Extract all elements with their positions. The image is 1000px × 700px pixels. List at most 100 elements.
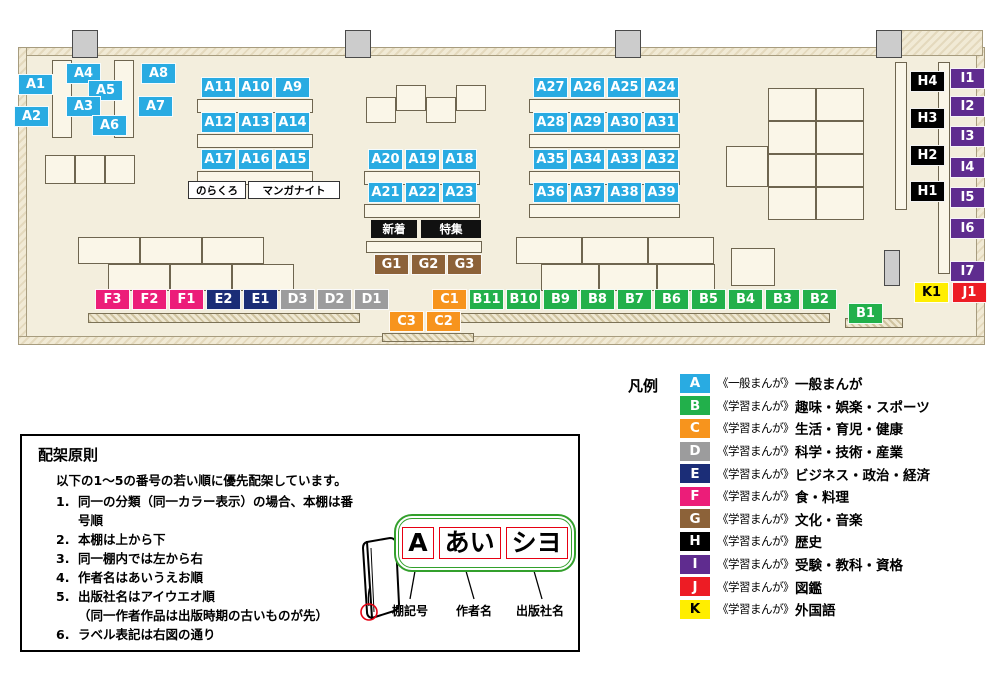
map-wall [893, 30, 983, 56]
shelf-label-F1: F1 [169, 289, 204, 310]
map-shelf [648, 237, 714, 264]
map-text-label: 特集 [421, 220, 481, 238]
shelf-label-A10: A10 [238, 77, 273, 98]
annotation-publisher: 出版社名 [516, 604, 565, 618]
shelf-label-A23: A23 [442, 182, 477, 203]
legend-color-chip: D [680, 441, 710, 461]
map-shelf [45, 155, 75, 184]
legend-color-chip: C [680, 418, 710, 438]
legend-color-chip: K [680, 599, 710, 619]
legend-row-C: C 《学習まんが》生活・育児・健康 [680, 417, 994, 440]
shelf-label-E2: E2 [206, 289, 241, 310]
map-shelf [768, 88, 816, 121]
legend-row-J: J《学習まんが》図鑑 [680, 575, 994, 598]
legend-color-chip: H [680, 531, 710, 551]
shelf-label-A24: A24 [644, 77, 679, 98]
shelf-label-A9: A9 [275, 77, 310, 98]
shelf-label-F3: F3 [95, 289, 130, 310]
shelf-label-B7: B7 [617, 289, 652, 310]
legend-category-name: 生活・育児・健康 [795, 422, 903, 439]
map-text-label: マンガナイト [248, 181, 340, 199]
map-shelf [78, 237, 140, 264]
map-shelf [599, 264, 657, 291]
map-shelf [657, 264, 715, 291]
legend-color-chip: F [680, 486, 710, 506]
legend-category-type: 《学習まんが》 [717, 557, 795, 572]
map-shelf [170, 264, 232, 291]
shelf-label-A22: A22 [405, 182, 440, 203]
shelf-label-B1: B1 [848, 303, 883, 324]
legend-category-name: 科学・技術・産業 [795, 445, 903, 462]
map-text-label: 新着 [371, 220, 417, 238]
shelf-label-A14: A14 [275, 112, 310, 133]
shelf-label-A8: A8 [141, 63, 176, 84]
principles-item: 1.同一の分類（同一カラー表示）の場合、本棚は番号順 [56, 494, 354, 528]
shelf-label-B6: B6 [654, 289, 689, 310]
shelf-label-D2: D2 [317, 289, 352, 310]
shelf-label-A29: A29 [570, 112, 605, 133]
shelf-label-B2: B2 [802, 289, 837, 310]
map-shelf [895, 62, 907, 210]
shelf-label-B3: B3 [765, 289, 800, 310]
shelf-label-I2: I2 [950, 96, 985, 117]
label-segment-publisher: シヨ [505, 526, 568, 560]
shelf-label-A32: A32 [644, 149, 679, 170]
legend-category-type: 《一般まんが》 [717, 376, 795, 391]
shelf-label-E1: E1 [243, 289, 278, 310]
shelf-label-D3: D3 [280, 289, 315, 310]
label-segment-shelf-code: A [402, 526, 434, 560]
legend-color-chip: G [680, 509, 710, 529]
map-shelf [202, 237, 264, 264]
shelf-label-G3: G3 [447, 254, 482, 275]
legend-category-name: 食・料理 [795, 490, 849, 507]
map-shelf [529, 134, 680, 148]
map-shelf [768, 187, 816, 220]
map-shelf [541, 264, 599, 291]
label-segment-author: あい [438, 526, 501, 560]
map-shelf [364, 204, 480, 218]
map-shelf [816, 88, 864, 121]
principles-item: 5.出版社名はアイウエオ順 [56, 589, 215, 604]
legend-category-type: 《学習まんが》 [717, 602, 795, 617]
shelf-label-I1: I1 [950, 68, 985, 89]
legend-category-name: 歴史 [795, 535, 822, 552]
legend-row-B: B《学習まんが》趣味・娯楽・スポーツ [680, 395, 994, 418]
map-shelf [105, 155, 135, 184]
map-pillar [876, 30, 902, 58]
shelf-label-A12: A12 [201, 112, 236, 133]
shelf-label-G2: G2 [411, 254, 446, 275]
shelf-label-A7: A7 [138, 96, 173, 117]
shelf-label-C3: C3 [389, 311, 424, 332]
map-shelf [516, 237, 582, 264]
shelf-label-I3: I3 [950, 126, 985, 147]
legend-category-type: 《学習まんが》 [717, 421, 795, 436]
shelf-label-H4: H4 [910, 71, 945, 92]
shelf-label-B5: B5 [691, 289, 726, 310]
shelf-label-B11: B11 [469, 289, 504, 310]
map-text-label: のらくろ [188, 181, 246, 199]
shelf-label-A4: A4 [66, 63, 101, 84]
shelf-label-B10: B10 [506, 289, 541, 310]
shelf-label-I7: I7 [950, 261, 985, 282]
label-example-box: A あい シヨ [394, 514, 576, 572]
shelf-label-A25: A25 [607, 77, 642, 98]
shelf-label-A19: A19 [405, 149, 440, 170]
map-shelf [726, 146, 768, 187]
shelf-label-A18: A18 [442, 149, 477, 170]
map-shelf-strip [460, 313, 830, 323]
shelf-label-A33: A33 [607, 149, 642, 170]
shelf-label-A38: A38 [607, 182, 642, 203]
legend-row-A: A《一般まんが》一般まんが [680, 372, 994, 395]
principles-item: 2.本棚は上から下 [56, 532, 166, 547]
shelf-label-A20: A20 [368, 149, 403, 170]
shelf-label-I6: I6 [950, 218, 985, 239]
legend-color-chip: I [680, 554, 710, 574]
shelf-label-A17: A17 [201, 149, 236, 170]
principles-panel: 配架原則 以下の1〜5の番号の若い順に優先配架しています。 1.同一の分類（同一… [20, 434, 580, 652]
legend-color-chip: E [680, 464, 710, 484]
shelf-label-A11: A11 [201, 77, 236, 98]
legend-category-name: 一般まんが [795, 377, 863, 394]
shelf-label-A21: A21 [368, 182, 403, 203]
